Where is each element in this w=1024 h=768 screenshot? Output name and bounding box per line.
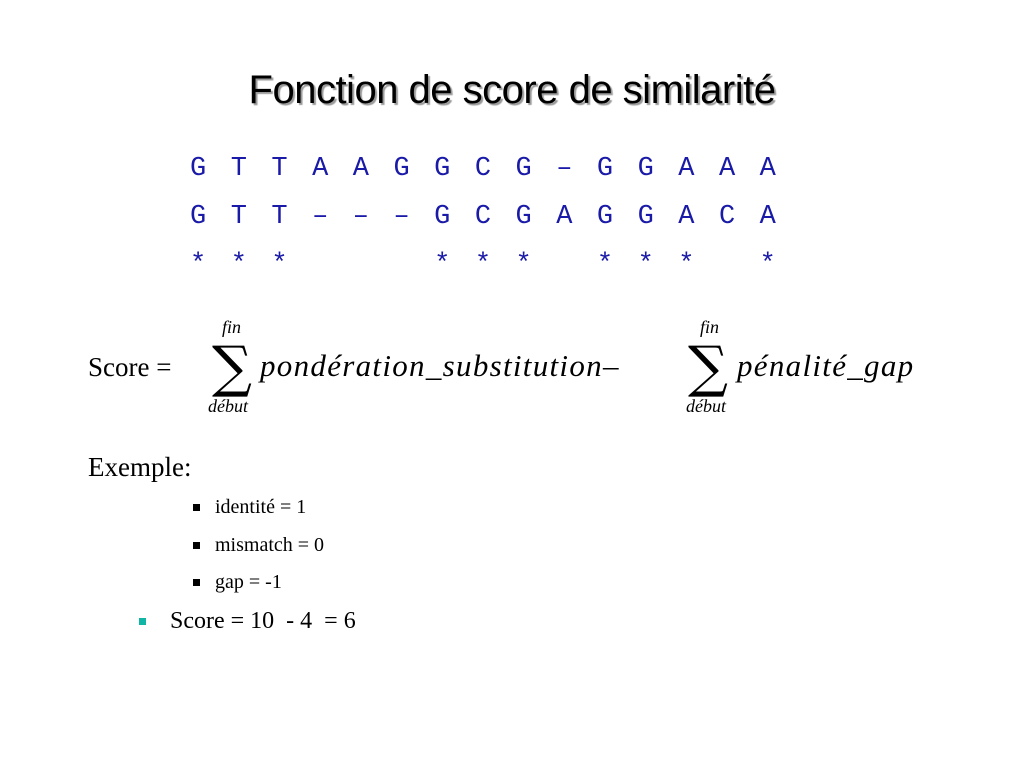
alignment-char: A [678, 202, 695, 232]
sum-symbol: ∑ [688, 335, 728, 400]
score-result: Score = 10 - 4 = 6 [139, 608, 356, 635]
alignment-char: A [678, 154, 695, 184]
alignment-char: A [556, 202, 573, 232]
alignment-char: C [474, 154, 492, 184]
alignment-char: G [596, 154, 614, 184]
alignment-char: T [230, 154, 247, 184]
alignment-char [353, 250, 394, 280]
substitution-term: pondération_substitution– [260, 348, 620, 383]
rule-mismatch: mismatch = 0 [215, 534, 325, 556]
square-bullet-icon [139, 618, 146, 625]
alignment-char: A [352, 154, 369, 184]
square-bullet-icon [193, 542, 200, 549]
alignment-char: T [271, 154, 288, 184]
rule-item: identité = 1 [193, 496, 306, 519]
alignment-char: T [271, 202, 288, 232]
alignment-char: G [393, 154, 410, 184]
sum-lower-limit: début [686, 396, 726, 416]
alignment-char: * [759, 250, 776, 280]
slide-title: Fonction de score de similarité [248, 68, 776, 112]
score-label: Score = [88, 352, 172, 382]
sum-symbol: ∑ [212, 335, 252, 400]
score-result-text: Score = 10 - 4 = 6 [170, 608, 356, 634]
rule-item: gap = -1 [193, 571, 282, 594]
sum-upper-limit: fin [700, 317, 720, 337]
alignment-char: – [352, 202, 369, 232]
alignment-char: C [474, 202, 492, 232]
alignment-match-row: * * * * * * * * * * [190, 250, 800, 280]
alignment-char [556, 250, 597, 280]
alignment-char: – [556, 154, 573, 184]
alignment-char: * [637, 250, 654, 280]
alignment-char: * [271, 250, 288, 280]
alignment-char: T [230, 202, 247, 232]
alignment-char: G [515, 202, 532, 232]
alignment-char: A [718, 154, 736, 184]
alignment-char: * [434, 250, 451, 280]
square-bullet-icon [193, 579, 200, 586]
alignment-char: * [515, 250, 532, 280]
alignment-char: * [230, 250, 247, 280]
alignment-char: * [474, 250, 492, 280]
gap-penalty-term: pénalité_gap [737, 348, 915, 383]
sum-lower-limit: début [208, 396, 248, 416]
alignment-char: G [190, 202, 207, 232]
rule-item: mismatch = 0 [193, 534, 324, 557]
alignment-char: A [759, 202, 776, 232]
alignment-char: – [312, 202, 329, 232]
alignment-char: G [596, 202, 614, 232]
rule-gap: gap = -1 [215, 571, 282, 593]
alignment-char: – [393, 202, 410, 232]
rule-identity: identité = 1 [215, 496, 307, 518]
alignment-char: * [596, 250, 614, 280]
alignment-char [312, 250, 353, 280]
alignment-char: A [312, 154, 329, 184]
alignment-char: G [637, 202, 654, 232]
alignment-char: A [759, 154, 776, 184]
alignment-char [719, 250, 760, 280]
alignment-char: G [637, 154, 654, 184]
alignment-char: * [190, 250, 207, 280]
alignment-char: G [190, 154, 207, 184]
alignment-char: G [434, 202, 451, 232]
example-heading: Exemple: [88, 452, 192, 482]
alignment-char: * [678, 250, 695, 280]
alignment-char: G [434, 154, 451, 184]
alignment-char [393, 250, 434, 280]
alignment-char: C [718, 202, 736, 232]
alignment-char: G [515, 154, 532, 184]
square-bullet-icon [193, 504, 200, 511]
sum-upper-limit: fin [222, 317, 242, 337]
